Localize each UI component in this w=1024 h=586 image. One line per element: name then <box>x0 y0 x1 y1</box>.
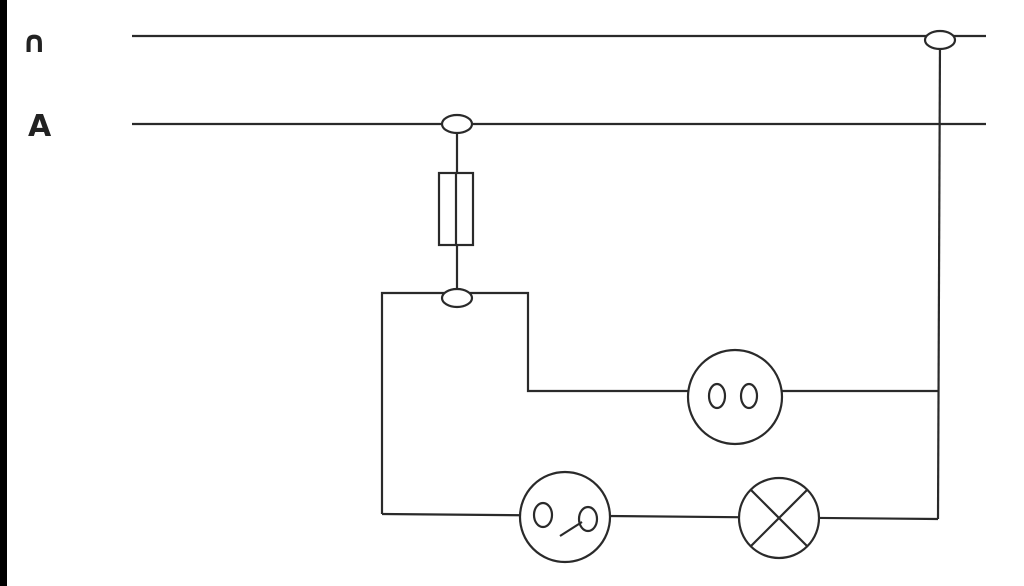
junction-node-rail-a <box>440 113 474 135</box>
switch-contact-left <box>532 501 554 529</box>
junction-node-branch <box>440 287 474 309</box>
lower-branch-wire <box>381 512 939 521</box>
socket-outlet <box>686 348 784 446</box>
return-wire <box>936 39 942 520</box>
junction-node-top <box>923 29 957 51</box>
lamp-cross-b <box>750 489 808 547</box>
rail-label-top: ∩ <box>22 25 47 60</box>
switch-lever <box>559 521 583 537</box>
left-border <box>0 0 7 586</box>
switch <box>518 470 612 564</box>
socket-pin-right <box>739 382 759 410</box>
rail-label-bottom: A <box>28 109 52 144</box>
socket-pin-left <box>707 382 727 410</box>
switch-contact-right <box>577 505 599 533</box>
branch-wires <box>380 291 938 514</box>
